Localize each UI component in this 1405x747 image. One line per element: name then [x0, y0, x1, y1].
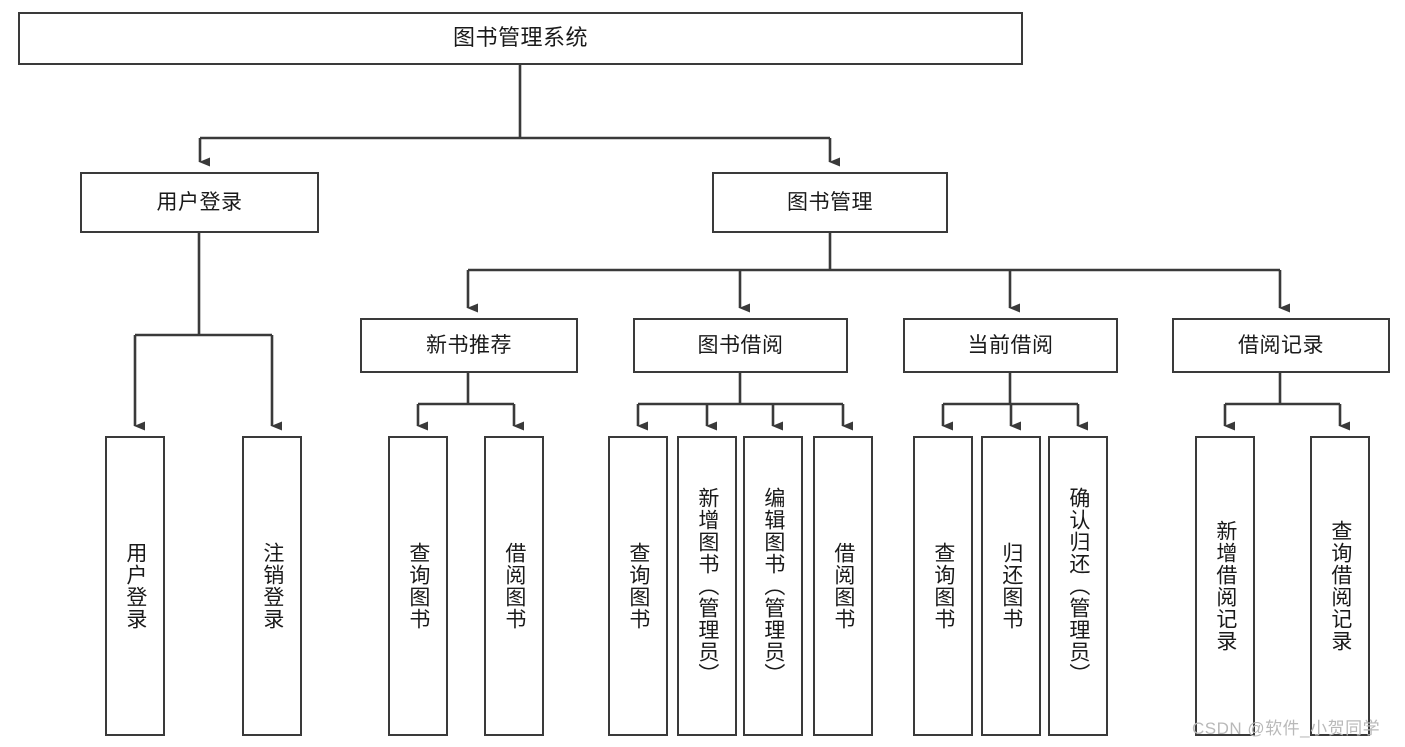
leaf-query-book-1[interactable]: 查询图书: [388, 436, 448, 736]
leaf-query-book-3[interactable]: 查询图书: [913, 436, 973, 736]
leaf-confirm-return[interactable]: 确认归还（管理员）: [1048, 436, 1108, 736]
leaf-edit-book[interactable]: 编辑图书（管理员）: [743, 436, 803, 736]
csdn-watermark: CSDN @软件_小贺同学: [1192, 719, 1381, 738]
node-current-borrow[interactable]: 当前借阅: [903, 318, 1118, 373]
leaf-borrow-book-2[interactable]: 借阅图书: [813, 436, 873, 736]
node-borrow-record[interactable]: 借阅记录: [1172, 318, 1390, 373]
node-user-login[interactable]: 用户登录: [80, 172, 319, 233]
node-root[interactable]: 图书管理系统: [18, 12, 1023, 65]
node-new-book-recommend[interactable]: 新书推荐: [360, 318, 578, 373]
leaf-add-book[interactable]: 新增图书（管理员）: [677, 436, 737, 736]
leaf-query-book-2[interactable]: 查询图书: [608, 436, 668, 736]
leaf-borrow-book-1[interactable]: 借阅图书: [484, 436, 544, 736]
node-book-manage[interactable]: 图书管理: [712, 172, 948, 233]
leaf-query-record[interactable]: 查询借阅记录: [1310, 436, 1370, 736]
leaf-user-logout[interactable]: 注销登录: [242, 436, 302, 736]
leaf-add-record[interactable]: 新增借阅记录: [1195, 436, 1255, 736]
node-book-borrow[interactable]: 图书借阅: [633, 318, 848, 373]
leaf-return-book[interactable]: 归还图书: [981, 436, 1041, 736]
leaf-user-login[interactable]: 用户登录: [105, 436, 165, 736]
